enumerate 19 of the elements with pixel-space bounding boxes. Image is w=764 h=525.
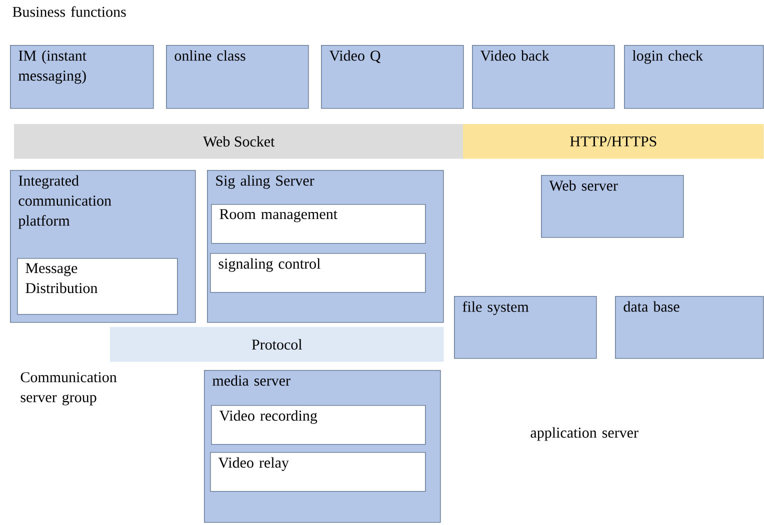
component-box: Video Q <box>321 45 464 109</box>
sub-component-box: Video recording <box>211 405 426 445</box>
protocol-band: HTTP/HTTPS <box>463 124 764 159</box>
section-label: Communication server group <box>20 372 117 406</box>
component-box: data base <box>615 296 764 359</box>
component-box: IM (instant messaging) <box>10 45 154 109</box>
sub-component-box: Room management <box>211 204 426 244</box>
sub-component-box: Video relay <box>210 452 426 492</box>
sub-component-box: signaling control <box>210 253 426 293</box>
section-label: Business functions <box>12 6 126 17</box>
component-box: login check <box>624 45 764 109</box>
component-box: online class <box>166 45 309 109</box>
sub-component-box: Message Distribution <box>17 258 178 315</box>
component-box: Web server <box>541 175 684 238</box>
protocol-band: Web Socket <box>14 124 464 159</box>
protocol-band: Protocol <box>110 327 444 362</box>
component-box: Video back <box>472 45 615 109</box>
section-label: application server <box>530 427 638 441</box>
component-box: file system <box>454 296 597 359</box>
